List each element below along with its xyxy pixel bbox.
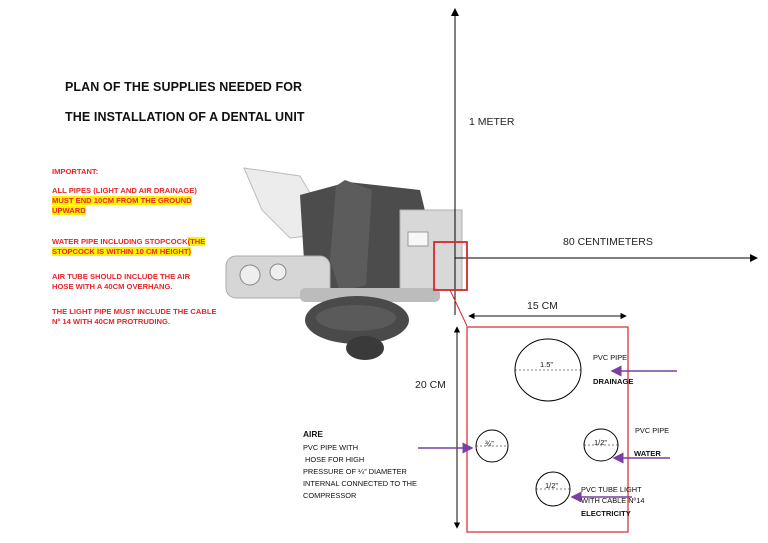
air-size-label: ¾” — [485, 439, 494, 448]
important-note-3: AIR TUBE SHOULD INCLUDE THE AIR HOSE WIT… — [52, 272, 191, 291]
title-line-1: PLAN OF THE SUPPLIES NEEDED FOR — [65, 80, 303, 94]
box-width-label: 15 CM — [527, 300, 558, 312]
water-size-label: 1/2” — [594, 438, 607, 447]
water-name-label: WATER — [634, 449, 661, 458]
drainage-name-label: DRAINAGE — [593, 377, 634, 386]
electricity-line-2: WITH CABLE Nº14 — [581, 496, 645, 505]
electricity-size-label: 1/2” — [545, 481, 558, 490]
zoom-connector — [449, 289, 468, 327]
air-name-label: AIRE — [303, 429, 324, 439]
installation-box — [466, 326, 629, 533]
box-height-label: 20 CM — [415, 379, 446, 391]
important-note-1: ALL PIPES (LIGHT AND AIR DRAINAGE) MUST … — [52, 186, 212, 216]
note-1-text: ALL PIPES (LIGHT AND AIR DRAINAGE) — [52, 186, 197, 195]
electricity-name-label: ELECTRICITY — [581, 509, 631, 518]
note-2-text: WATER PIPE INCLUDING STOPCOCK — [52, 237, 188, 246]
electricity-line-1: PVC TUBE LIGHT — [581, 485, 642, 494]
air-line-5: COMPRESSOR — [303, 491, 357, 500]
title-line-2: THE INSTALLATION OF A DENTAL UNIT — [65, 110, 305, 124]
drainage-type-label: PVC PIPE — [593, 353, 628, 362]
air-line-2: HOSE FOR HIGH — [303, 455, 365, 464]
air-line-1: PVC PIPE WITH — [303, 443, 359, 452]
dental-chair-illustration — [225, 167, 463, 360]
horizontal-axis-label: 80 CENTIMETERS — [563, 236, 653, 248]
important-note-2: WATER PIPE INCLUDING STOPCOCK(THE STOPCO… — [52, 237, 212, 257]
important-heading: IMPORTANT: — [52, 167, 99, 176]
air-line-3: PRESSURE OF ¼” DIAMETER — [303, 467, 407, 476]
vertical-axis-label: 1 METER — [469, 116, 515, 128]
drainage-size-label: 1.5” — [540, 360, 553, 369]
air-line-4: INTERNAL CONNECTED TO THE — [303, 479, 417, 488]
water-type-label: PVC PIPE — [635, 426, 670, 435]
note-1-highlight: MUST END 10CM FROM THE GROUND UPWARD — [52, 196, 192, 215]
important-note-4: THE LIGHT PIPE MUST INCLUDE THE CABLE Nº… — [52, 307, 217, 326]
